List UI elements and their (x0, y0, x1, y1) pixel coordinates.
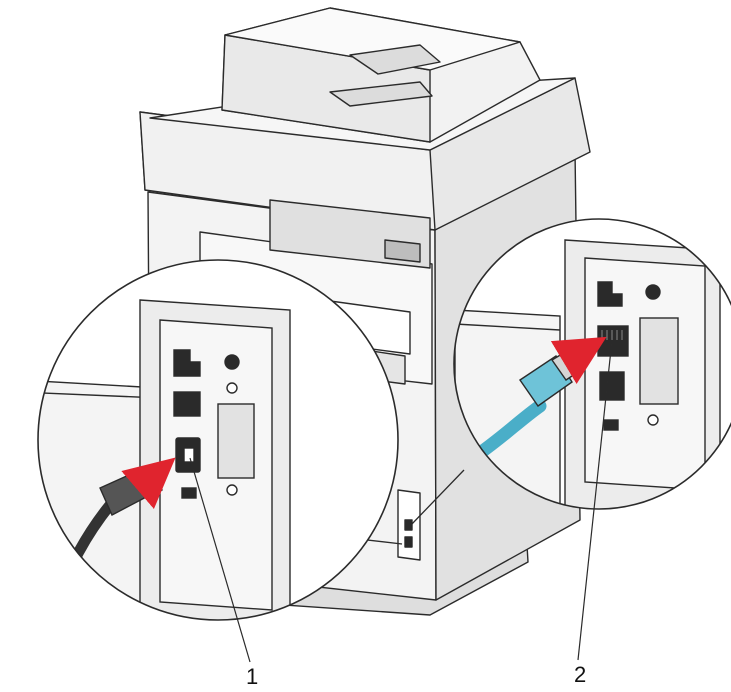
zoom-leader-right (409, 469, 465, 527)
callout-line-2 (577, 339, 613, 661)
zoom-circle-right (453, 218, 731, 510)
callout-number-1: 1 (246, 664, 259, 689)
callout-line-1 (189, 457, 251, 663)
arrow-right-icon (550, 336, 607, 385)
callout-number-2: 2 (574, 662, 587, 687)
zoom-circle-left (37, 259, 399, 621)
arrow-right-icon (121, 457, 176, 510)
